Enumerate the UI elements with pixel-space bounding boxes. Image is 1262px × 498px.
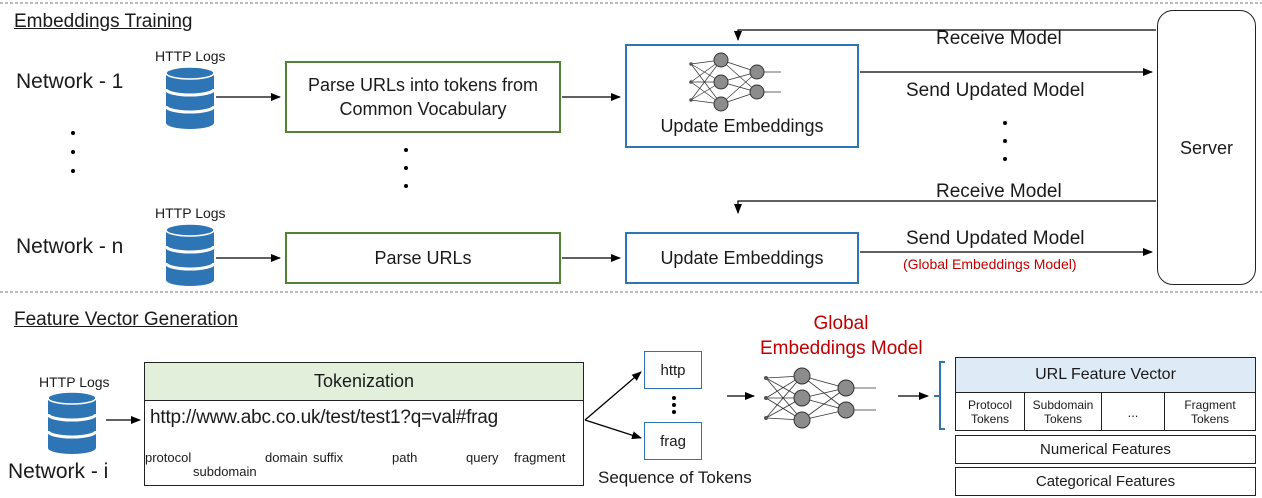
network-i-label: Network - i <box>8 460 109 483</box>
update-embeddings-text-1: Update Embeddings <box>660 116 824 136</box>
parse-urls-box: Parse URLs <box>285 232 561 284</box>
segment-fragment: fragment <box>514 450 566 465</box>
arrow-to-token-frag <box>584 419 642 440</box>
ellipsis-networks <box>71 131 75 173</box>
tokenization-header: Tokenization <box>145 363 583 401</box>
send-updated-model-label-n: Send Updated Model <box>906 228 1085 249</box>
network-1-label: Network - 1 <box>16 70 124 93</box>
neural-network-icon <box>764 367 876 429</box>
arrow-to-token-http <box>584 371 642 421</box>
numerical-features-box: Numerical Features <box>955 435 1256 464</box>
server-box: Server <box>1157 10 1256 285</box>
token-frag-box: frag <box>644 422 702 460</box>
segment-domain: domain <box>265 450 308 465</box>
categorical-features-box: Categorical Features <box>955 467 1256 496</box>
update-embeddings-box-n: Update Embeddings <box>625 232 859 284</box>
http-logs-label-n: HTTP Logs <box>155 205 226 221</box>
arrow-receive-model-n <box>734 200 1156 214</box>
ellipsis-tokens <box>672 396 676 414</box>
http-logs-label-i: HTTP Logs <box>39 374 110 390</box>
segment-subdomain: subdomain <box>193 464 257 479</box>
parse-urls-tokens-box: Parse URLs into tokens from Common Vocab… <box>285 61 561 133</box>
token-http-box: http <box>644 351 702 389</box>
protocol-tokens-cell: Protocol Tokens <box>956 393 1025 431</box>
numerical-features-text: Numerical Features <box>1040 441 1171 458</box>
section-title-training: Embeddings Training <box>14 11 193 32</box>
segment-path: path <box>392 450 418 465</box>
feature-vector-bracket <box>934 361 945 430</box>
receive-model-label-1: Receive Model <box>936 28 1062 49</box>
categorical-features-text: Categorical Features <box>1035 473 1176 490</box>
database-icon <box>166 224 214 286</box>
tokenization-box: Tokenization <box>144 362 584 486</box>
global-embeddings-model-note: (Global Embeddings Model) <box>903 256 1077 272</box>
http-logs-label-1: HTTP Logs <box>155 48 226 64</box>
url-feature-vector-box: URL Feature Vector Protocol Tokens Subdo… <box>955 357 1256 431</box>
token-http-text: http <box>660 361 686 379</box>
fragment-tokens-cell: Fragment Tokens <box>1184 398 1236 426</box>
sequence-of-tokens-label: Sequence of Tokens <box>598 468 752 487</box>
segment-suffix: suffix <box>313 450 344 465</box>
database-icon <box>48 392 96 454</box>
ellipsis-parse <box>404 148 408 188</box>
network-n-label: Network - n <box>16 235 124 258</box>
global-model-title-line1: Global <box>813 313 869 334</box>
segment-query: query <box>466 450 499 465</box>
server-label: Server <box>1179 137 1233 158</box>
arrow-receive-model-1 <box>734 29 1156 41</box>
database-icon <box>166 67 214 129</box>
update-embeddings-text-n: Update Embeddings <box>660 248 824 268</box>
send-updated-model-label-1: Send Updated Model <box>906 80 1085 101</box>
section-title-generation: Feature Vector Generation <box>14 309 238 330</box>
parse-urls-tokens-text: Parse URLs into tokens from Common Vocab… <box>307 75 539 119</box>
url-feature-vector-header: URL Feature Vector <box>956 358 1255 393</box>
neural-network-icon <box>689 52 781 112</box>
segment-protocol: protocol <box>145 450 192 465</box>
url-example: http://www.abc.co.uk/test/test1?q=val#fr… <box>150 407 499 428</box>
token-frag-text: frag <box>660 432 686 450</box>
ellipsis-models <box>1003 121 1007 161</box>
update-embeddings-box-1: Update Embeddings <box>625 44 859 148</box>
parse-urls-text: Parse URLs <box>374 248 472 268</box>
subdomain-tokens-cell: Subdomain Tokens <box>1025 393 1102 431</box>
feature-vector-token-row: Protocol Tokens Subdomain Tokens ... Fra… <box>956 393 1255 431</box>
ellipsis-cell: ... <box>1102 393 1165 431</box>
receive-model-label-n: Receive Model <box>936 181 1062 202</box>
global-model-title-line2: Embeddings Model <box>760 338 923 359</box>
